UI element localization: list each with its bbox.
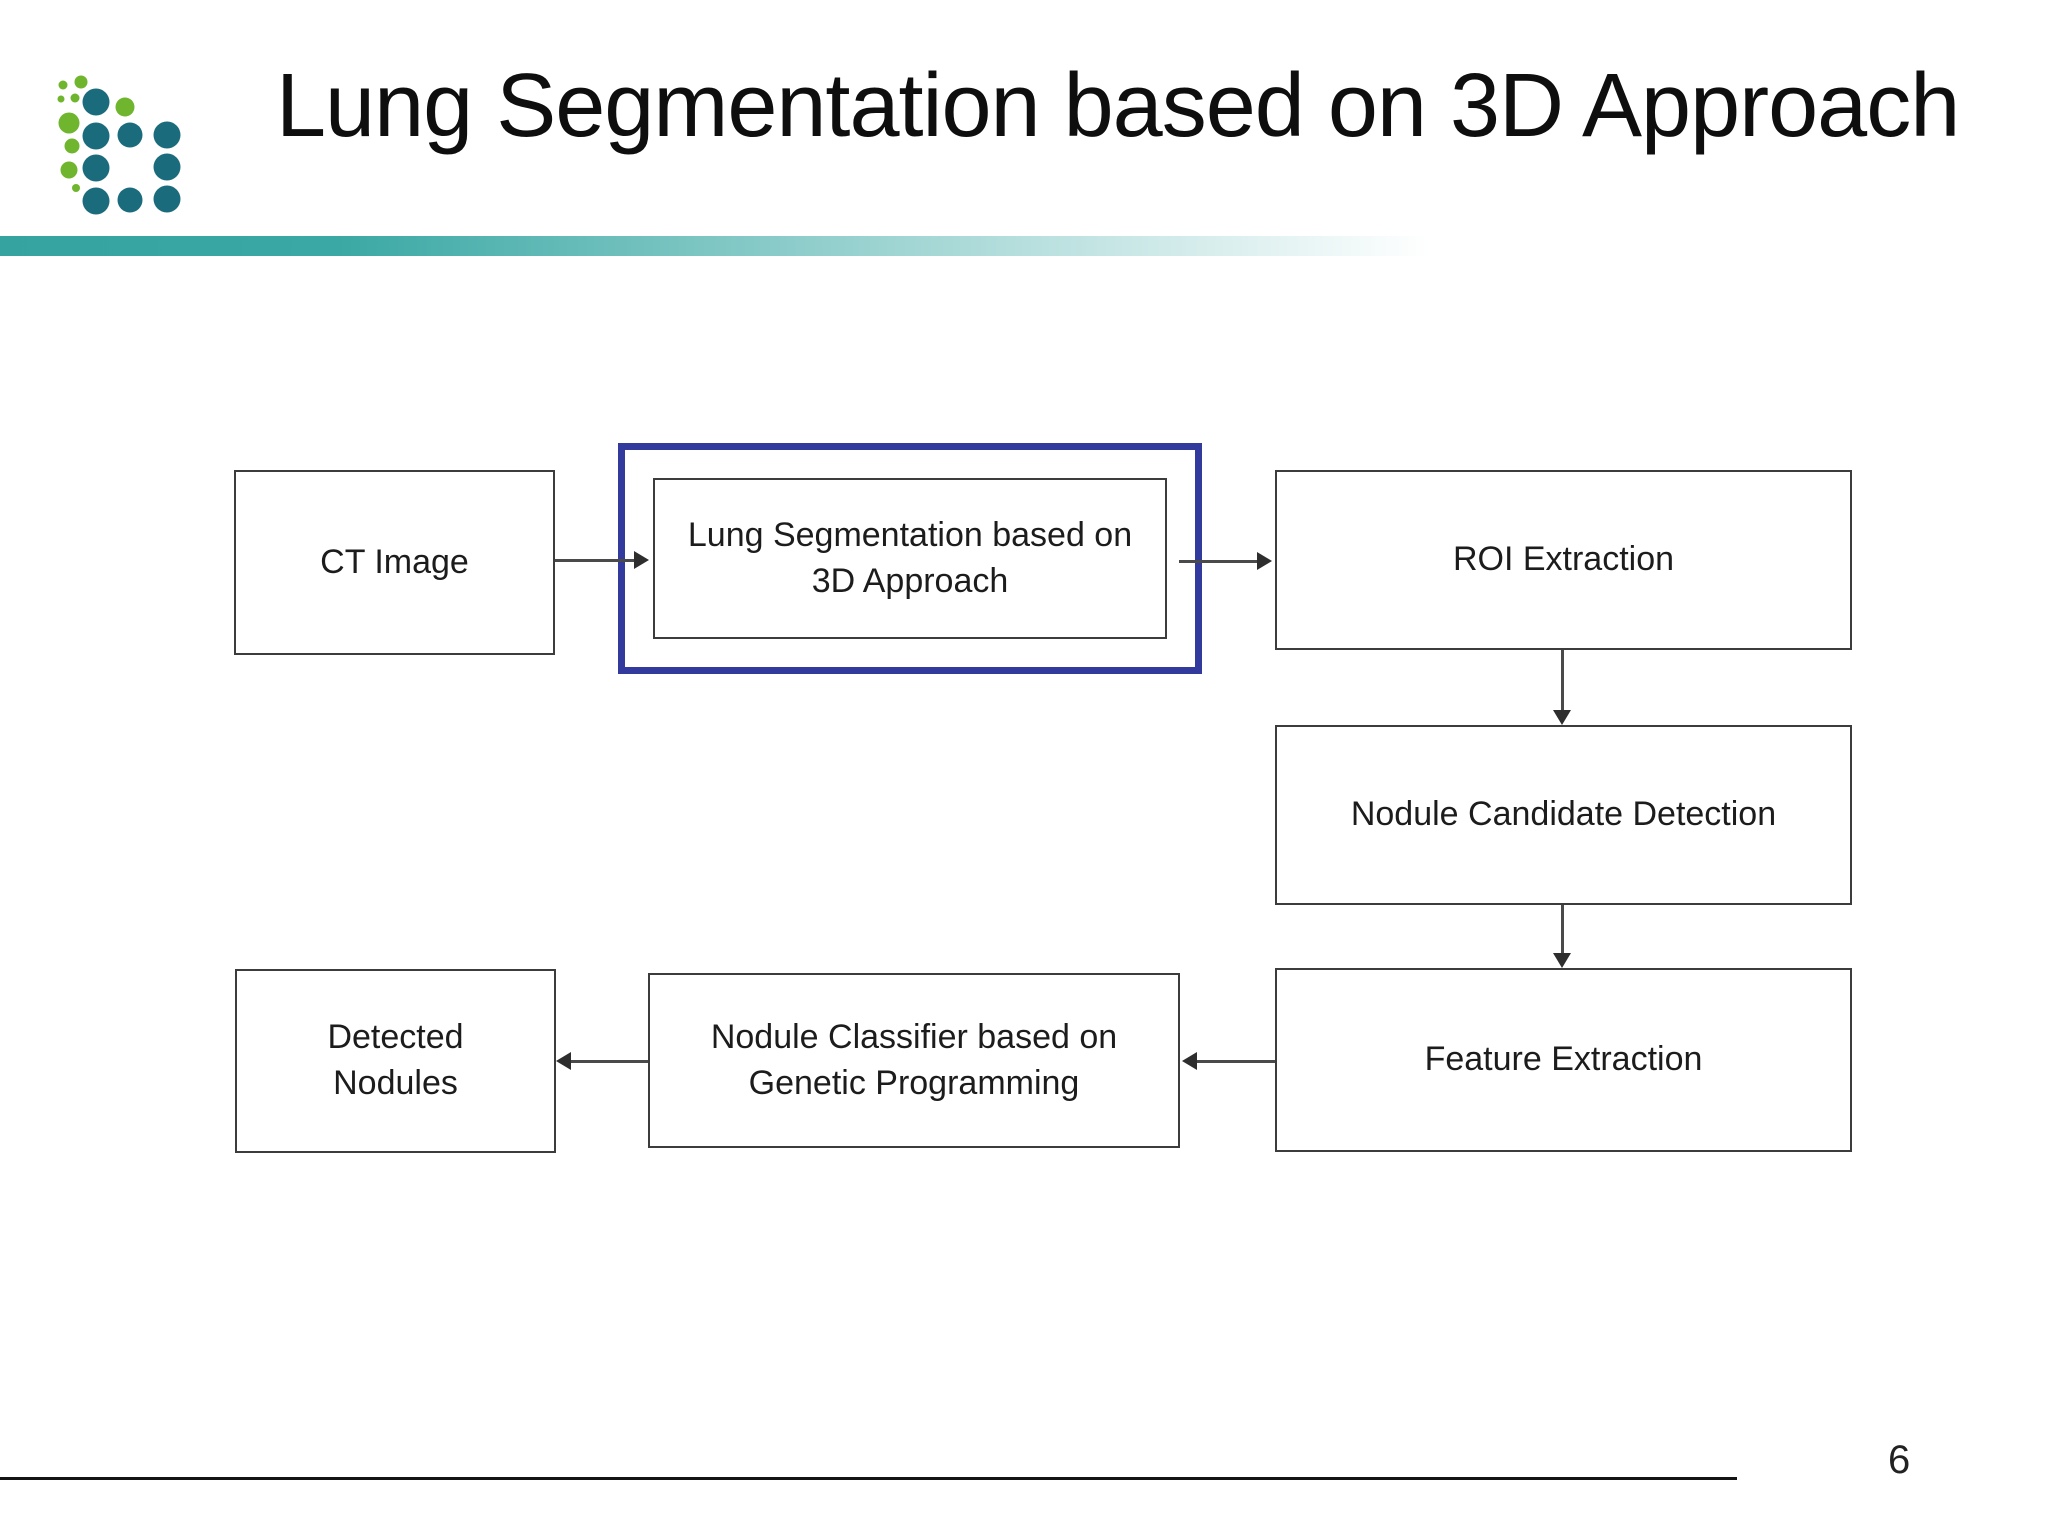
- page-title: Lung Segmentation based on 3D Approach: [276, 56, 1960, 156]
- flow-node-roi-extraction: ROI Extraction: [1275, 470, 1852, 650]
- flow-node-label: Feature Extraction: [1424, 1040, 1703, 1079]
- flow-node-ct-image: CT Image: [234, 470, 555, 655]
- flow-node-label: Lung Segmentation based on 3D Approach: [687, 515, 1133, 600]
- flow-node-label: ROI Extraction: [1452, 540, 1675, 579]
- flow-node-label: CT Image: [320, 542, 469, 581]
- footer-line: [0, 1477, 1737, 1480]
- flow-node-lung-segmentation: Lung Segmentation based on 3D Approach: [653, 478, 1167, 639]
- flow-node-label: Detected Nodules: [327, 1018, 464, 1102]
- flow-node-lung-segmentation-highlight: Lung Segmentation based on 3D Approach: [618, 443, 1202, 674]
- flow-node-label: Nodule Candidate Detection: [1350, 795, 1777, 834]
- flow-node-label: Nodule Classifier based on Genetic Progr…: [710, 1017, 1118, 1102]
- flow-node-nodule-candidate-detection: Nodule Candidate Detection: [1275, 725, 1852, 905]
- dots-logo-icon: [57, 75, 181, 215]
- accent-gradient-bar: [0, 236, 1520, 256]
- flow-node-feature-extraction: Feature Extraction: [1275, 968, 1852, 1152]
- page-number: 6: [1888, 1438, 1911, 1482]
- flow-node-nodule-classifier: Nodule Classifier based on Genetic Progr…: [648, 973, 1180, 1148]
- flow-node-detected-nodules: Detected Nodules: [235, 969, 556, 1153]
